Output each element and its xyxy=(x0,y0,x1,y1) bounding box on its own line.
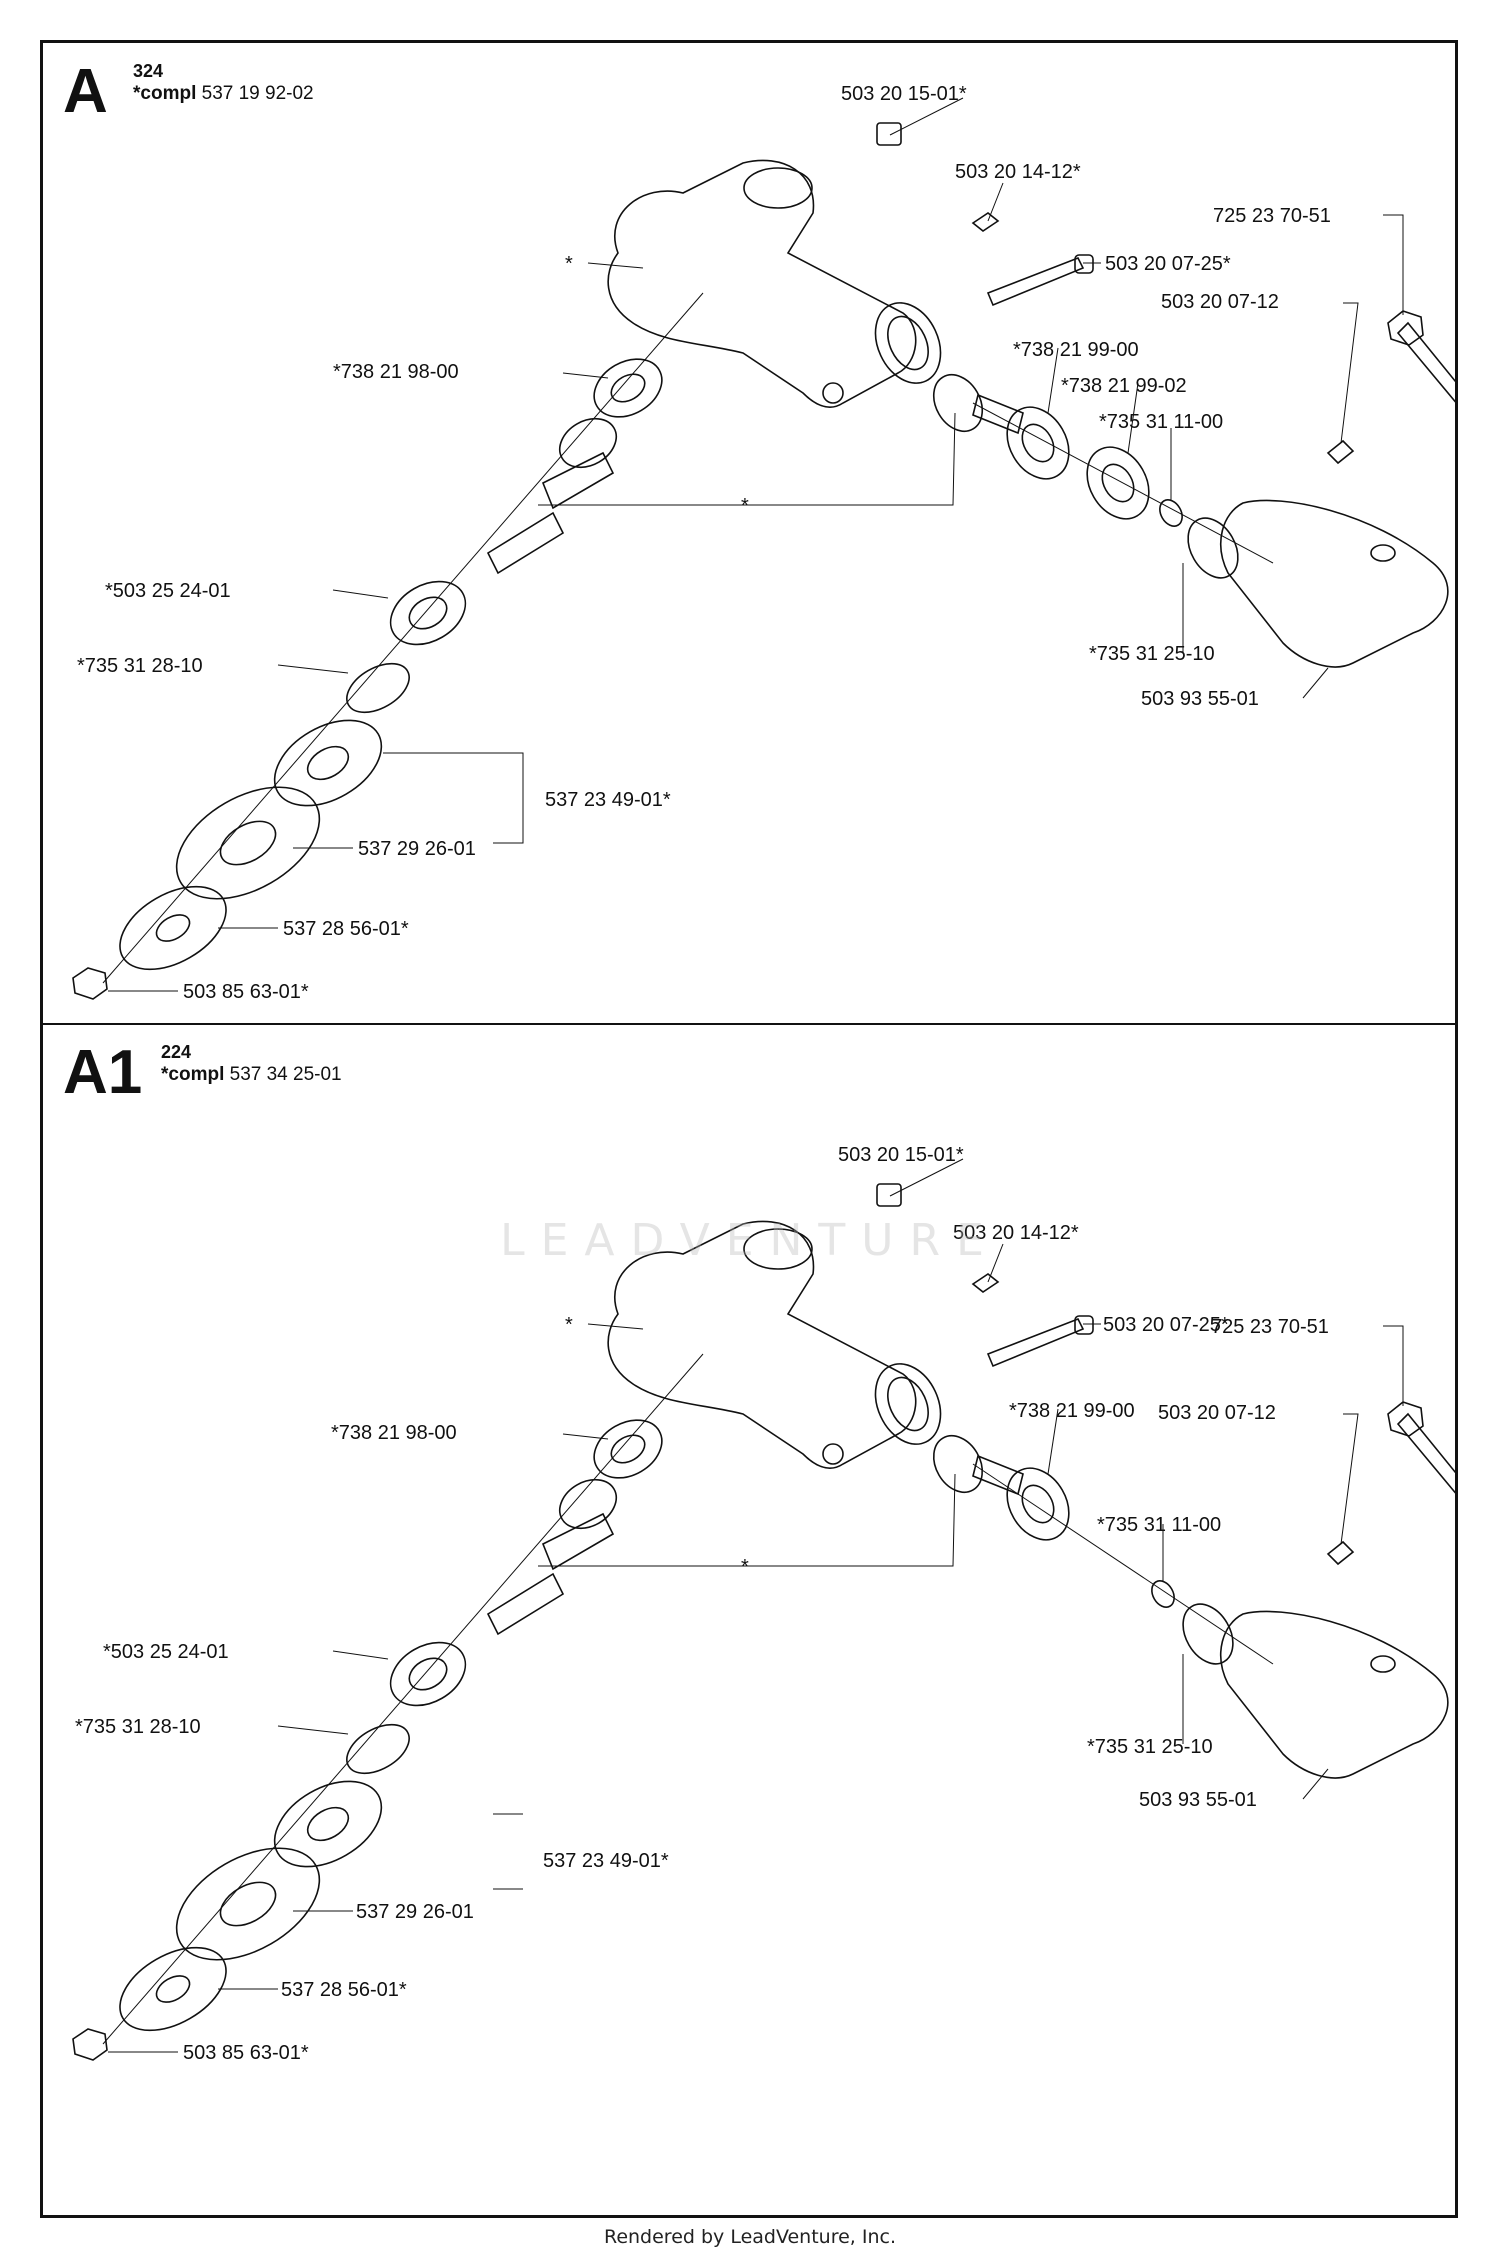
part-label[interactable]: 503 20 15-01* xyxy=(841,83,967,105)
part-label[interactable]: 537 28 56-01* xyxy=(281,1979,407,2001)
part-label[interactable]: 503 85 63-01* xyxy=(183,2042,309,2064)
exploded-diagram-a1 xyxy=(72,1158,1455,2061)
part-label[interactable]: 503 20 07-25* xyxy=(1105,253,1231,275)
part-label[interactable]: *738 21 99-00 xyxy=(1013,339,1139,361)
part-label[interactable]: *735 31 11-00 xyxy=(1099,411,1224,433)
part-label[interactable]: *738 21 98-00 xyxy=(333,361,459,383)
complete-assembly-number: *compl 537 34 25-01 xyxy=(161,1064,342,1086)
part-label[interactable]: 725 23 70-51 xyxy=(1213,205,1331,227)
part-label[interactable]: 725 23 70-51 xyxy=(1211,1316,1329,1338)
part-label[interactable]: * xyxy=(565,1314,573,1336)
panel-a: A 324 *compl 537 19 92-02 503 20 15-01* … xyxy=(40,40,1458,1025)
watermark: LEADVENTURE xyxy=(500,1215,1000,1266)
part-label[interactable]: *735 31 25-10 xyxy=(1087,1736,1213,1758)
part-label[interactable]: 503 20 15-01* xyxy=(838,1144,964,1166)
part-label[interactable]: 537 29 26-01 xyxy=(356,1901,474,1923)
part-label[interactable]: 503 85 63-01* xyxy=(183,981,309,1003)
compl-prefix: *compl xyxy=(133,83,197,104)
part-label[interactable]: 503 20 14-12* xyxy=(955,161,1081,183)
part-label[interactable]: 503 20 07-25* xyxy=(1103,1314,1229,1336)
compl-number: 537 34 25-01 xyxy=(229,1064,342,1085)
part-label[interactable]: *503 25 24-01 xyxy=(105,580,231,602)
part-label[interactable]: *735 31 28-10 xyxy=(77,655,203,677)
compl-number: 537 19 92-02 xyxy=(201,83,314,104)
part-label[interactable]: 503 93 55-01 xyxy=(1141,688,1259,710)
footer-credit: Rendered by LeadVenture, Inc. xyxy=(603,2226,897,2248)
part-label[interactable]: * xyxy=(741,1556,749,1578)
part-label[interactable]: * xyxy=(741,495,749,517)
part-label[interactable]: *735 31 25-10 xyxy=(1089,643,1215,665)
part-label[interactable]: 537 23 49-01* xyxy=(543,1850,669,1872)
model-number: 324 xyxy=(133,61,164,81)
part-label[interactable]: 537 28 56-01* xyxy=(283,918,409,940)
model-number: 224 xyxy=(161,1042,192,1062)
part-label[interactable]: *735 31 28-10 xyxy=(75,1716,201,1738)
part-label[interactable]: *738 21 99-00 xyxy=(1009,1400,1135,1422)
part-label[interactable]: *738 21 98-00 xyxy=(331,1422,457,1444)
panel-letter: A1 xyxy=(63,1038,143,1107)
exploded-diagram-a xyxy=(72,97,1455,1000)
panel-letter: A xyxy=(63,57,108,126)
part-label[interactable]: 503 20 07-12 xyxy=(1158,1402,1276,1424)
part-label[interactable]: 503 20 14-12* xyxy=(953,1222,1079,1244)
part-label[interactable]: *735 31 11-00 xyxy=(1097,1514,1222,1536)
complete-assembly-number: *compl 537 19 92-02 xyxy=(133,83,314,105)
part-label[interactable]: *738 21 99-02 xyxy=(1061,375,1187,397)
part-label[interactable]: 503 20 07-12 xyxy=(1161,291,1279,313)
part-label[interactable]: 537 29 26-01 xyxy=(358,838,476,860)
compl-prefix: *compl xyxy=(161,1064,225,1085)
part-label[interactable]: * xyxy=(565,253,573,275)
part-label[interactable]: 503 93 55-01 xyxy=(1139,1789,1257,1811)
panel-a1: A1 224 *compl 537 34 25-01 503 20 15-01*… xyxy=(40,1023,1458,2218)
part-label[interactable]: 537 23 49-01* xyxy=(545,789,671,811)
part-label[interactable]: *503 25 24-01 xyxy=(103,1641,229,1663)
